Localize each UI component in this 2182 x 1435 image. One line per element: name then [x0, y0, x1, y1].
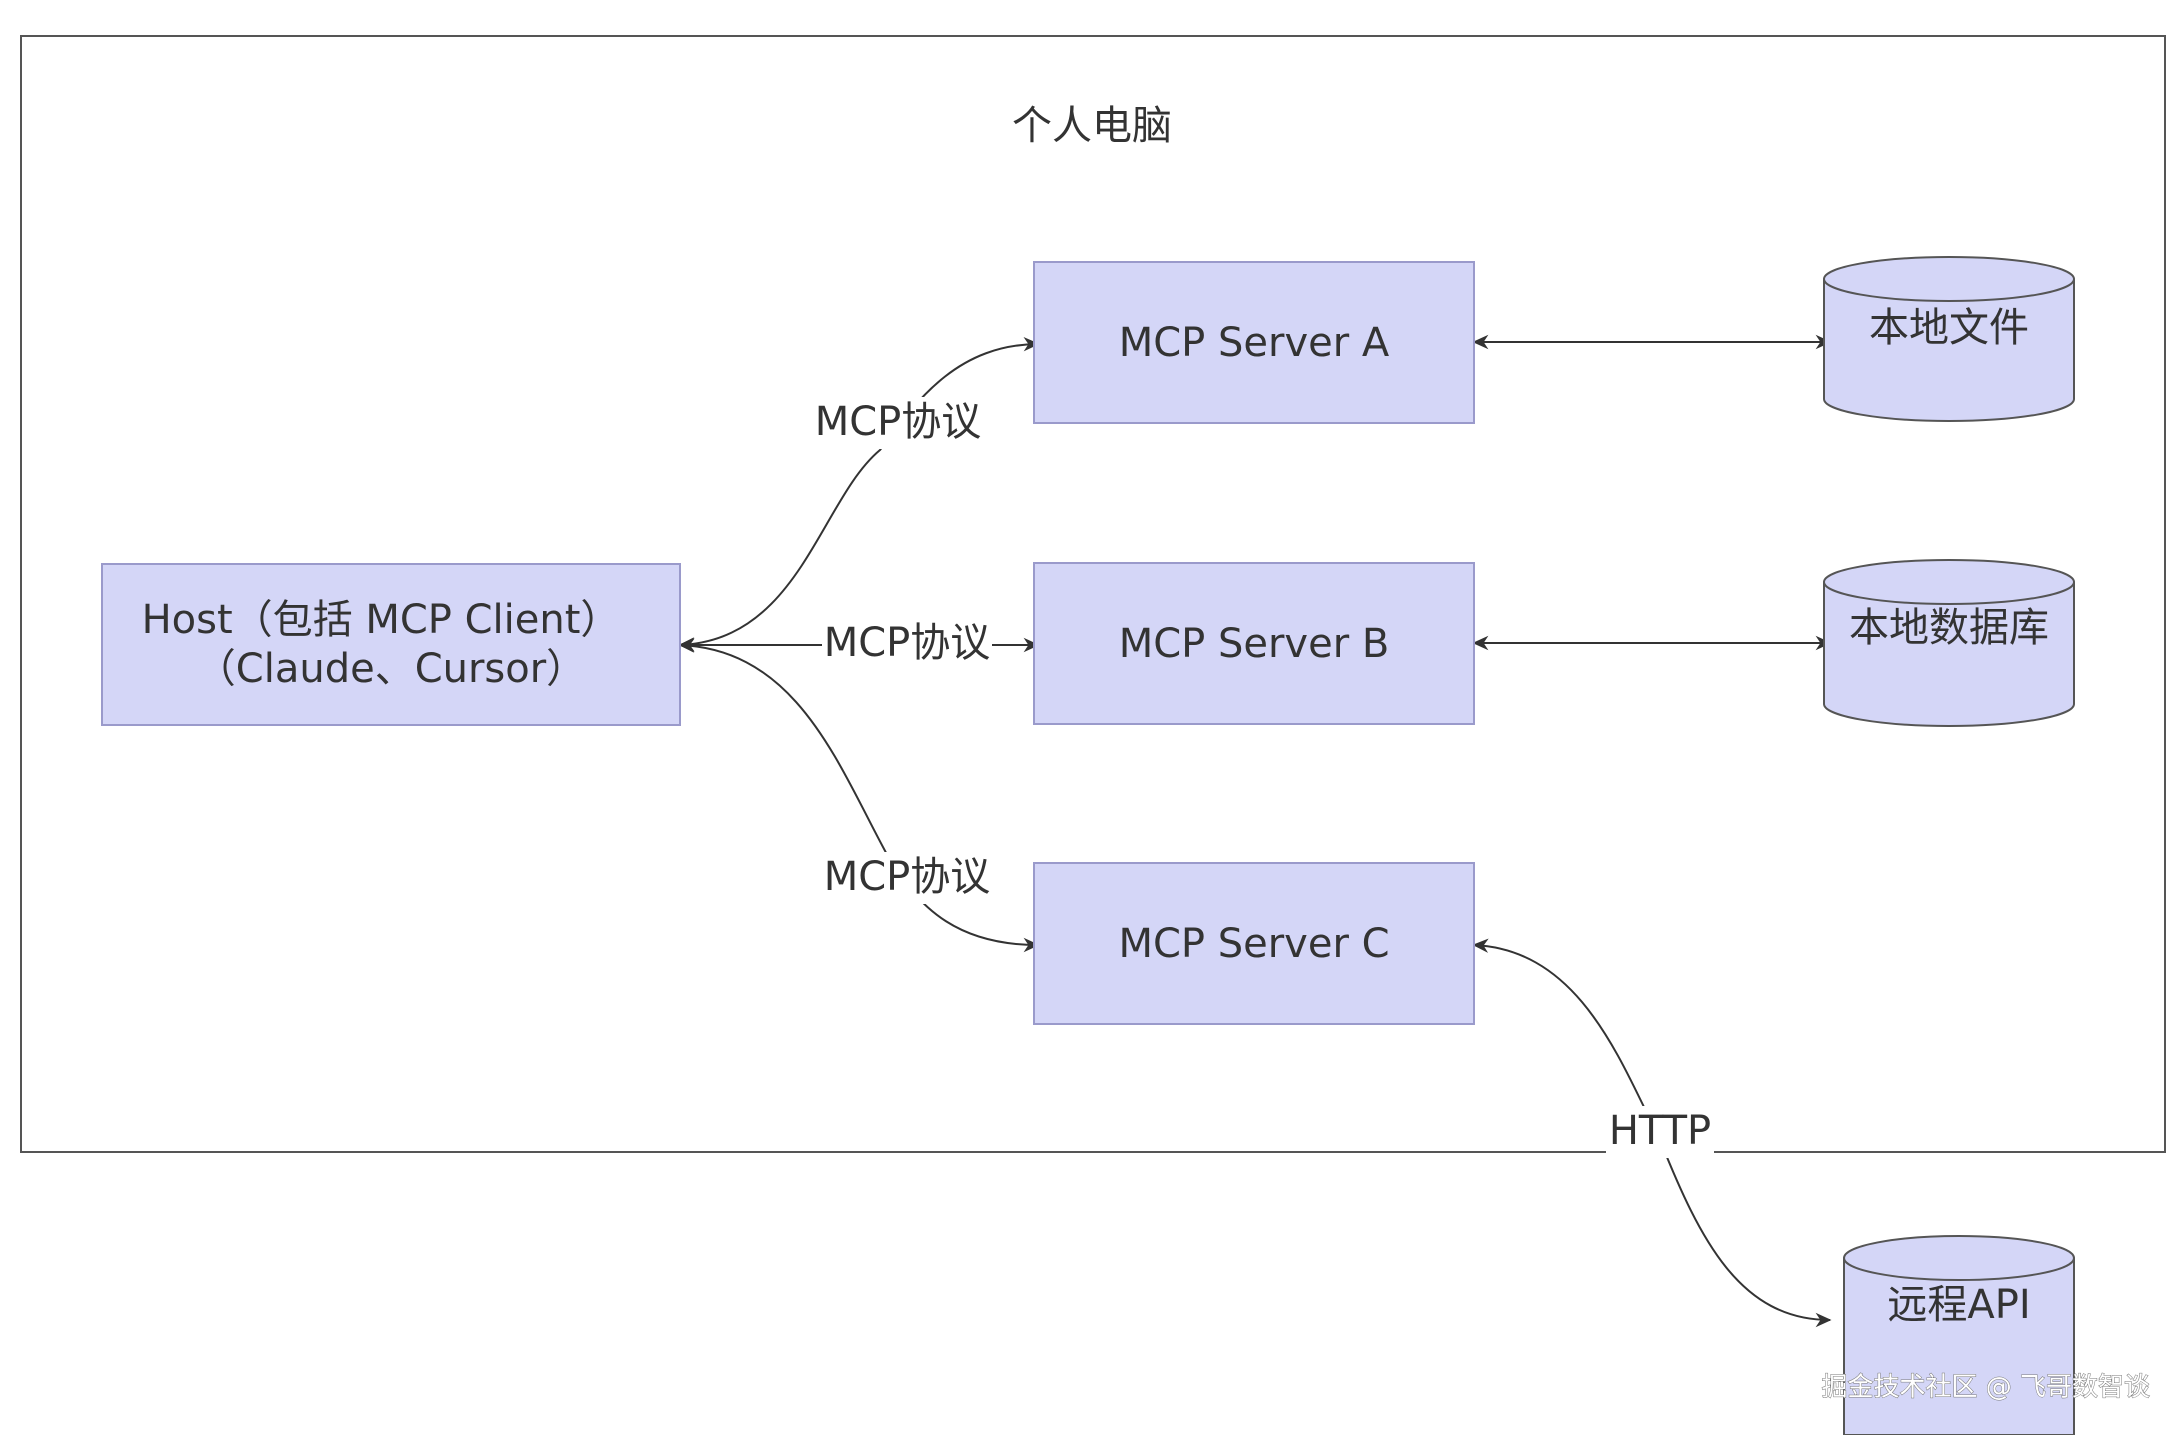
resource-local-database: 本地数据库: [1823, 559, 2075, 727]
resource-remote-api: 远程API: [1843, 1235, 2075, 1435]
edge-host-to-server-a: [678, 336, 1040, 652]
edge-label-host-to-server-c: MCP协议: [824, 854, 991, 900]
server-node-c: MCP Server C: [1033, 862, 1475, 1025]
host-node: Host（包括 MCP Client） （Claude、Cursor）: [101, 563, 681, 726]
server-b-label: MCP Server B: [1119, 621, 1390, 667]
remote-api-label: 远程API: [1887, 1282, 2030, 1328]
edge-host-to-server-c: [678, 638, 1040, 953]
edge-labels: MCP协议 MCP协议 MCP协议 HTTP: [812, 397, 1714, 1158]
edge-label-server-c-to-remote-api: HTTP: [1609, 1108, 1711, 1154]
watermark-text: 掘金技术社区 @ 飞哥数智谈: [1821, 1373, 2150, 1403]
server-node-a: MCP Server A: [1033, 261, 1475, 424]
resource-local-file: 本地文件: [1823, 256, 2075, 422]
local-database-label: 本地数据库: [1849, 605, 2049, 651]
edges: [678, 334, 1832, 1328]
container-title: 个人电脑: [1012, 103, 1172, 149]
server-a-label: MCP Server A: [1119, 320, 1390, 366]
server-c-label: MCP Server C: [1118, 921, 1389, 967]
host-label-line1: Host（包括 MCP Client）: [142, 597, 621, 643]
server-node-b: MCP Server B: [1033, 562, 1475, 725]
edge-label-host-to-server-a: MCP协议: [815, 399, 982, 445]
personal-computer-boundary: [20, 35, 2166, 1153]
host-label-line2: （Claude、Cursor）: [196, 646, 586, 692]
edge-label-host-to-server-b: MCP协议: [824, 620, 991, 666]
local-file-label: 本地文件: [1869, 305, 2029, 351]
